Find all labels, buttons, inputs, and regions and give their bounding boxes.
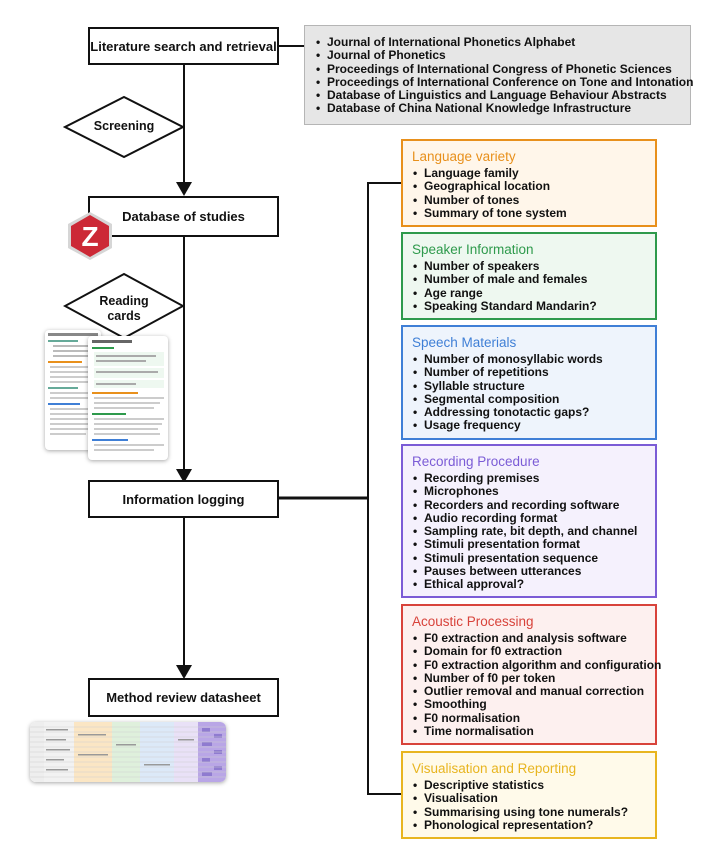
category-acoustic-processing: Acoustic Processing F0 extraction and an… <box>401 604 661 745</box>
literature-search-label: Literature search and retrieval <box>90 38 277 54</box>
category-item: Ethical approval? <box>412 578 649 592</box>
reading-cards-label-line1: Reading <box>99 294 149 308</box>
category-language-variety: Language variety Language family Geograp… <box>401 139 657 227</box>
category-item: Number of tones <box>412 193 649 207</box>
literature-search-box: Literature search and retrieval <box>88 27 279 65</box>
category-title: Recording Procedure <box>412 454 540 469</box>
source-item: Journal of International Phonetics Alpha… <box>315 35 684 49</box>
datasheet-thumbnail <box>30 722 226 782</box>
category-item: Summarising using tone numerals? <box>412 805 649 819</box>
source-item: Database of China National Knowledge Inf… <box>315 102 684 116</box>
method-review-label: Method review datasheet <box>106 690 261 705</box>
category-item: Pauses between utterances <box>412 564 649 578</box>
category-item: Domain for f0 extraction <box>412 644 649 658</box>
category-item: Geographical location <box>412 179 649 193</box>
category-title: Language variety <box>412 149 516 164</box>
literature-sources-list: Journal of International Phonetics Alpha… <box>315 35 693 116</box>
literature-sources-panel: Journal of International Phonetics Alpha… <box>304 25 693 125</box>
category-item: Number of speakers <box>412 259 649 273</box>
category-item: Smoothing <box>412 698 649 712</box>
information-logging-box: Information logging <box>88 480 279 518</box>
category-title: Acoustic Processing <box>412 614 534 629</box>
category-item: Visualisation <box>412 791 649 805</box>
category-title: Speech Materials <box>412 335 517 350</box>
source-item: Proceedings of International Conference … <box>315 75 693 89</box>
category-speaker-information: Speaker Information Number of speakers N… <box>401 232 657 320</box>
category-item: Language family <box>412 166 649 180</box>
category-speech-materials: Speech Materials Number of monosyllabic … <box>401 325 657 440</box>
screening-decision: Screening <box>63 95 185 159</box>
category-item: Recording premises <box>412 471 649 485</box>
category-item: F0 extraction and analysis software <box>412 631 649 645</box>
database-label: Database of studies <box>122 209 245 224</box>
zotero-letter: Z <box>81 221 98 252</box>
category-item: Syllable structure <box>412 379 649 393</box>
category-item: Number of repetitions <box>412 365 649 379</box>
category-item: Addressing tonotactic gaps? <box>412 405 649 419</box>
category-recording-procedure: Recording Procedure Recording premises M… <box>401 444 657 598</box>
reading-cards-label-line2: cards <box>107 309 141 323</box>
category-item: Summary of tone system <box>412 206 649 220</box>
screening-label: Screening <box>93 119 155 133</box>
category-item: Number of f0 per token <box>412 671 649 685</box>
category-visualisation-reporting: Visualisation and Reporting Descriptive … <box>401 751 657 839</box>
category-item: Sampling rate, bit depth, and channel <box>412 524 649 538</box>
category-item: Number of monosyllabic words <box>412 352 649 366</box>
database-box: Database of studies <box>88 196 279 237</box>
category-item: Phonological representation? <box>412 818 649 832</box>
category-item: Descriptive statistics <box>412 778 649 792</box>
category-item: Age range <box>412 286 649 300</box>
category-item: Number of male and females <box>412 272 649 286</box>
category-item: Time normalisation <box>412 724 649 738</box>
source-item: Journal of Phonetics <box>315 48 684 62</box>
reading-card-thumbnail-front <box>88 336 168 460</box>
category-item: Stimuli presentation format <box>412 538 649 552</box>
information-logging-label: Information logging <box>122 491 245 507</box>
category-title: Visualisation and Reporting <box>412 761 577 776</box>
category-item: Microphones <box>412 484 649 498</box>
category-item: F0 extraction algorithm and configuratio… <box>412 658 661 672</box>
category-item: Speaking Standard Mandarin? <box>412 299 649 313</box>
method-review-box: Method review datasheet <box>88 678 279 717</box>
source-item: Proceedings of International Congress of… <box>315 62 684 76</box>
category-item: Stimuli presentation sequence <box>412 551 649 565</box>
category-item: Audio recording format <box>412 511 649 525</box>
category-item: F0 normalisation <box>412 711 649 725</box>
zotero-icon: Z <box>64 210 116 262</box>
category-item: Usage frequency <box>412 419 649 433</box>
category-item: Segmental composition <box>412 392 649 406</box>
source-item: Database of Linguistics and Language Beh… <box>315 88 684 102</box>
category-title: Speaker Information <box>412 242 534 257</box>
category-item: Outlier removal and manual correction <box>412 684 649 698</box>
category-item: Recorders and recording software <box>412 498 649 512</box>
